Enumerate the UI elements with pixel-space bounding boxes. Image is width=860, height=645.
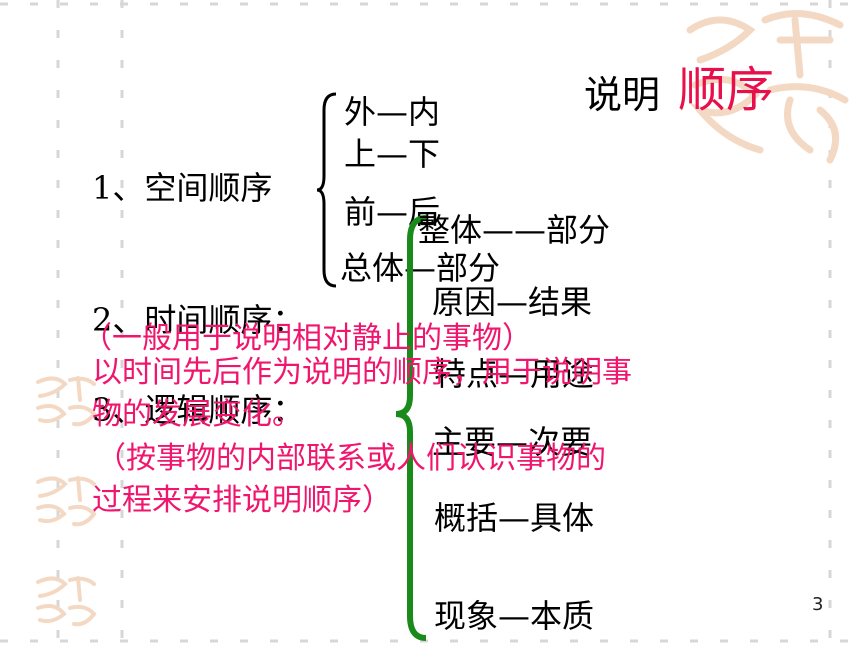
logical-heading: 3、逻辑顺序： bbox=[92, 391, 305, 429]
logical-item-cause-effect: 原因—结果 bbox=[432, 283, 593, 321]
spatial-brace-icon bbox=[316, 92, 337, 288]
spatial-note: （一般用于说明相对静止的事物） bbox=[82, 321, 532, 356]
spatial-item-front-back: 前—后 bbox=[344, 193, 441, 231]
page-number: 3 bbox=[812, 594, 824, 615]
decorative-seal-small-1 bbox=[36, 376, 97, 427]
logical-brace-icon bbox=[395, 215, 427, 641]
logical-item-whole-part: 整体——部分 bbox=[418, 211, 611, 249]
decorative-seal-large bbox=[686, 10, 849, 164]
logical-item-phenomenon-essence: 现象—本质 bbox=[434, 597, 595, 635]
decorative-seal-small-2 bbox=[36, 476, 97, 527]
logical-item-general-specific: 概括—具体 bbox=[434, 499, 595, 537]
spatial-heading: 1、空间顺序 bbox=[92, 169, 273, 207]
logical-item-feature-use: 特点—用途 bbox=[434, 355, 595, 393]
temporal-heading: 2、时间顺序： bbox=[92, 301, 305, 339]
logical-note-line2: 过程来安排说明顺序） bbox=[92, 483, 392, 518]
spatial-item-outer-inner: 外—内 bbox=[344, 93, 441, 131]
temporal-note-line2: 物的发展变化。 bbox=[92, 397, 302, 432]
spatial-item-whole-part: 总体—部分 bbox=[340, 249, 501, 287]
spatial-item-up-down: 上—下 bbox=[344, 135, 441, 173]
title-part1: 说明 bbox=[584, 73, 661, 117]
logical-item-main-minor: 主要—次要 bbox=[432, 423, 593, 461]
temporal-note-line1: 以时间先后作为说明的顺序，用于说明事 bbox=[92, 355, 632, 390]
title-part2: 顺序 bbox=[678, 62, 775, 118]
decorative-seal-small-3 bbox=[36, 576, 97, 627]
logical-note-line1: （按事物的内部联系或人们认识事物的 bbox=[96, 441, 606, 476]
